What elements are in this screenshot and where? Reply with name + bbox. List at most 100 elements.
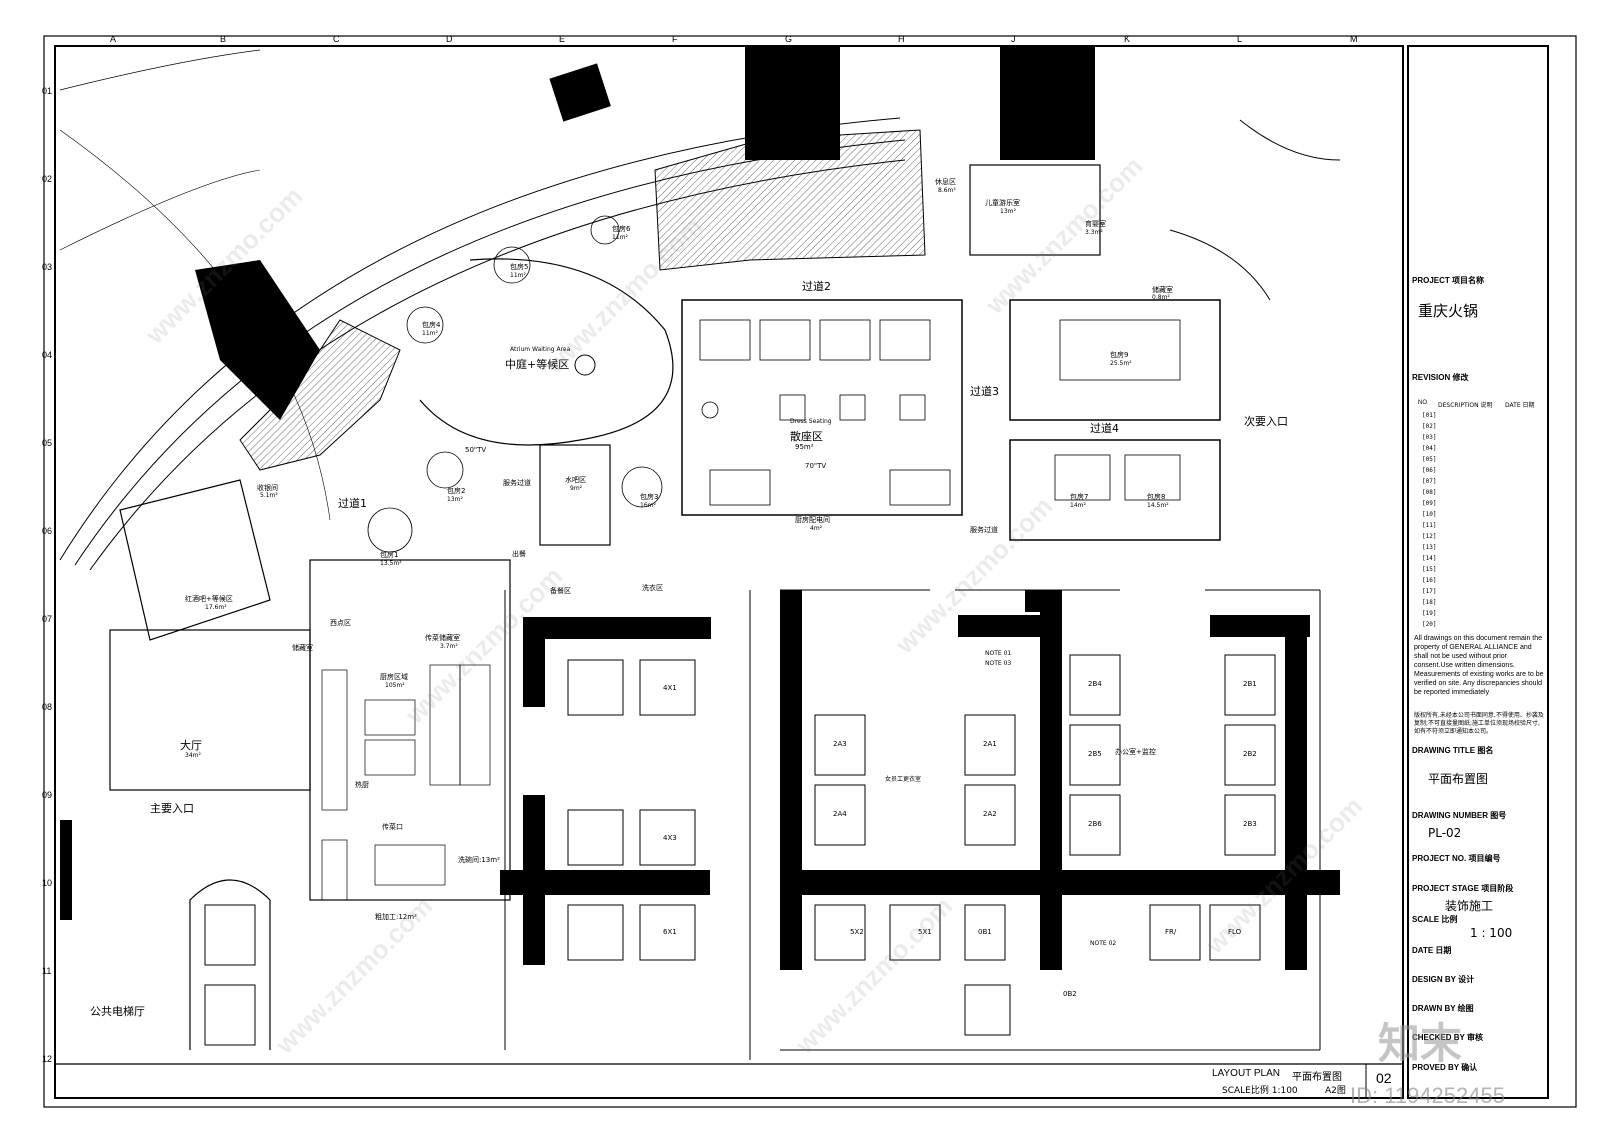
grid-letter: L xyxy=(1237,34,1243,44)
shaft-label: FR/ xyxy=(1165,928,1177,936)
room-label-kitchen-pantry: 厨房配电间 xyxy=(795,516,830,524)
grid-letter: E xyxy=(559,34,566,44)
grid-number: 01 xyxy=(42,86,53,96)
tb-drawn-label: DRAWN BY 绘图 xyxy=(1412,1004,1474,1013)
tb-rev-head-no: NO xyxy=(1418,400,1427,406)
tb-project-label: PROJECT 项目名称 xyxy=(1412,276,1485,285)
grid-letter: H xyxy=(898,34,905,44)
rev-row: [06] xyxy=(1422,467,1437,474)
room-area: 9m² xyxy=(570,485,583,492)
tv-label: 70"TV xyxy=(805,462,827,470)
grid-number: 12 xyxy=(42,1054,53,1064)
room-label-private: 包房7 xyxy=(1070,493,1089,501)
note-label: NOTE 03 xyxy=(985,660,1012,667)
room-area: 17.6m² xyxy=(205,604,227,611)
tb-drawing-title-label: DRAWING TITLE 图名 xyxy=(1412,746,1494,755)
room-label-staff-wc: 女员工更衣室 xyxy=(885,776,922,783)
shaft-label: 2B1 xyxy=(1243,680,1257,688)
rev-row: [02] xyxy=(1422,423,1437,430)
caption-scale: SCALE比例 1:100 xyxy=(1222,1086,1298,1096)
tb-rev-head-date: DATE 日期 xyxy=(1505,402,1535,409)
room-label-service-corridor: 服务过道 xyxy=(970,526,998,534)
shaft-label: 6X1 xyxy=(663,928,677,936)
room-label-bar: 水吧区 xyxy=(565,476,586,484)
tb-project-stage: 装饰施工 xyxy=(1445,899,1494,913)
tb-rev-head-desc: DESCRIPTION 说明 xyxy=(1438,402,1493,409)
rev-row: [15] xyxy=(1422,566,1437,573)
rev-row: [12] xyxy=(1422,533,1437,540)
room-label-lobby: 大厅 xyxy=(180,739,202,752)
rev-row: [03] xyxy=(1422,434,1437,441)
room-label-private: 包房2 xyxy=(447,487,466,495)
shaft-label: 2A1 xyxy=(983,740,997,748)
room-label-private: 包房3 xyxy=(640,493,659,501)
tb-checked-label: CHECKED BY 审核 xyxy=(1412,1033,1483,1042)
room-label-private: 包房8 xyxy=(1147,493,1166,501)
rev-row: [20] xyxy=(1422,621,1437,628)
room-label-private: 包房5 xyxy=(510,263,529,271)
rev-row: [04] xyxy=(1422,445,1437,452)
tb-revision-label: REVISION 修改 xyxy=(1412,373,1469,382)
grid-number: 08 xyxy=(42,702,53,712)
grid-letter: M xyxy=(1350,34,1358,44)
room-area: 11m² xyxy=(510,272,526,279)
caption-title-cn: 平面布置图 xyxy=(1292,1072,1342,1083)
rev-row: [08] xyxy=(1422,489,1437,496)
shaft-label: 2A3 xyxy=(833,740,847,748)
room-label-cashier: 收银间 xyxy=(257,484,278,492)
room-area: 25.5m² xyxy=(1110,360,1132,367)
room-label-open-seating: 散座区 xyxy=(790,430,823,443)
grid-letter: C xyxy=(333,34,340,44)
grid-letter: D xyxy=(446,34,453,44)
room-label-private: 包房4 xyxy=(422,321,441,329)
room-label-prep: 备餐区 xyxy=(550,587,571,595)
room-label-delivery-storage: 传菜储藏室 xyxy=(425,634,460,642)
shaft-label: 2B6 xyxy=(1088,820,1102,828)
grid-letter: K xyxy=(1124,34,1131,44)
note-label: NOTE 02 xyxy=(1090,940,1117,947)
shaft-label: FLO xyxy=(1228,928,1242,936)
rev-row: [10] xyxy=(1422,511,1437,518)
room-label-nursery: 育婴室 xyxy=(1085,220,1106,228)
tb-drawing-title: 平面布置图 xyxy=(1428,772,1489,786)
tb-scale: 1 : 100 xyxy=(1470,926,1513,940)
shaft-label: 2B4 xyxy=(1088,680,1102,688)
room-label-storage: 储藏室 xyxy=(1152,286,1173,294)
rev-row: [16] xyxy=(1422,577,1437,584)
rev-row: [18] xyxy=(1422,599,1437,606)
rev-row: [01] xyxy=(1422,412,1437,419)
watermark-brand: 知末 xyxy=(1378,1019,1463,1068)
room-area: 0.8m² xyxy=(1152,294,1170,301)
shaft-label: 2A2 xyxy=(983,810,997,818)
tv-label: 50"TV xyxy=(465,446,487,454)
room-label-public-elevator: 公共电梯厅 xyxy=(90,1005,145,1018)
room-label-secondary-entrance: 次要入口 xyxy=(1244,415,1288,428)
shaft-label: 0B1 xyxy=(978,928,992,936)
tb-project-name: 重庆火锅 xyxy=(1418,302,1479,320)
tb-date-label: DATE 日期 xyxy=(1412,946,1452,955)
room-label-storage: 储藏室 xyxy=(292,644,313,652)
room-label-corridor: 过道4 xyxy=(1090,422,1119,435)
grid-letter: A xyxy=(110,34,117,44)
room-label-atrium-en: Atrium Waiting Area xyxy=(510,346,571,353)
rev-row: [07] xyxy=(1422,478,1437,485)
grid-number: 03 xyxy=(42,262,53,272)
room-label-laundry: 洗衣区 xyxy=(642,584,663,592)
tb-approved-label: PROVED BY 确认 xyxy=(1412,1063,1478,1072)
shaft-label: 4X3 xyxy=(663,834,677,842)
room-area: 34m² xyxy=(185,752,201,759)
shaft-label: 0B2 xyxy=(1063,990,1077,998)
room-label-atrium: 中庭+等候区 xyxy=(505,358,570,371)
room-area: 95m² xyxy=(795,443,814,451)
room-label-dessert: 西点区 xyxy=(330,619,351,627)
room-label-outbound: 出餐 xyxy=(512,550,526,558)
room-area: 8.6m² xyxy=(938,187,956,194)
rev-row: [11] xyxy=(1422,522,1437,529)
room-label-dish-wash: 洗碗间:13m² xyxy=(458,856,500,864)
room-label-wine-lounge: 红酒吧+等候区 xyxy=(185,595,233,603)
room-label-kitchen: 厨房区域 xyxy=(380,673,408,681)
room-label-rough-process: 粗加工:12m² xyxy=(375,913,417,921)
shaft-label: 2B5 xyxy=(1088,750,1102,758)
caption-title-en: LAYOUT PLAN xyxy=(1212,1068,1280,1079)
